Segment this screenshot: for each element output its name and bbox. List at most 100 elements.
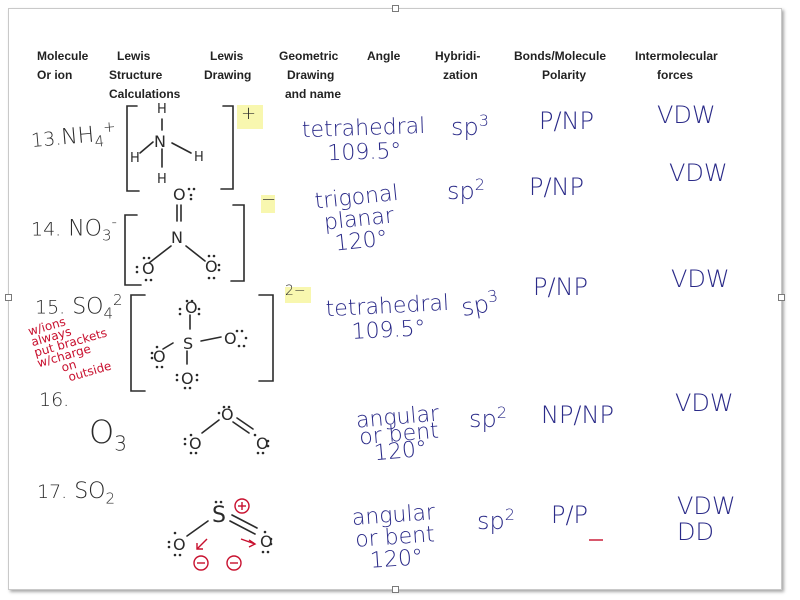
geometry-15: tetrahedral 109.5° [322, 291, 454, 347]
left-bracket [124, 214, 142, 286]
row-number: 15. [35, 296, 66, 319]
lewis-drawings: H N H H H O N O O O S O O O O O O S O O [124, 102, 603, 571]
formula-subscript: 3 [102, 226, 112, 245]
atom-n: N [154, 132, 166, 151]
atom-o: O [181, 369, 194, 388]
hybrid-superscript: 3 [478, 111, 489, 130]
charge-so4: 2− [285, 283, 306, 299]
formula-subscript: 4 [103, 304, 114, 323]
forces-15: VDW [671, 265, 730, 293]
header-intermolecular: Intermolecular forces [635, 47, 718, 85]
charge-highlight [237, 105, 263, 129]
header-text: Drawing [204, 68, 252, 82]
header-geometric: Geometric Drawing and name [279, 47, 341, 104]
atom-h: H [157, 102, 167, 117]
hybrid-superscript: 2 [504, 505, 515, 524]
hybrid-13: sp3 [451, 111, 489, 141]
right-bracket [220, 105, 234, 190]
atom-s: S [183, 334, 193, 353]
header-text: Drawing [287, 68, 335, 82]
atom-h: H [194, 150, 204, 165]
hybrid-text: sp [451, 113, 479, 141]
formula-subscript: 3 [114, 431, 127, 456]
header-text: Calculations [109, 87, 181, 101]
resize-handle-bottom[interactable] [392, 586, 399, 593]
header-hybridization: Hybridi- zation [435, 47, 480, 85]
ammonium-structure [124, 105, 274, 537]
row-number: 14. [31, 218, 62, 241]
formula: SO [72, 294, 104, 320]
atom-labels: H N H H H O N O O O S O O O O O O S O O [130, 102, 273, 554]
atom-o: O [205, 257, 218, 276]
right-bracket [230, 204, 245, 282]
header-text: Bonds/Molecule [514, 49, 607, 63]
header-lewis-drawing: Lewis Drawing [204, 47, 251, 85]
hybrid-14: sp2 [447, 175, 485, 205]
resize-handle-right[interactable] [778, 294, 785, 301]
formal-charges [193, 498, 603, 571]
forces-14: VDW [669, 159, 728, 187]
hybrid-text: sp [469, 405, 497, 433]
header-text: and name [285, 87, 342, 101]
header-bonds-polarity: Bonds/Molecule Polarity [514, 47, 606, 85]
formula-superscript: - [111, 213, 117, 231]
header-text: Lewis [117, 49, 151, 63]
header-text: Lewis [210, 49, 244, 63]
header-text: Structure [109, 68, 163, 82]
geometry-angle: 109.5° [326, 138, 402, 167]
header-lewis-calc: Lewis Structure Calculations [109, 47, 180, 104]
right-bracket [258, 294, 274, 382]
hybrid-17: sp2 [477, 505, 515, 535]
negative-charge-marker [226, 555, 242, 571]
atom-o: O [142, 259, 155, 278]
resize-handle-top[interactable] [392, 5, 399, 12]
hybrid-16: sp2 [469, 403, 507, 433]
header-text: forces [657, 68, 694, 82]
atom-o: O [260, 532, 273, 551]
polarity-13: P/NP [539, 107, 594, 135]
atom-h: H [157, 172, 167, 187]
atom-n: N [171, 228, 183, 247]
polarity-15: P/NP [533, 273, 588, 301]
header-text: zation [443, 68, 478, 82]
polarity-14: P/NP [529, 173, 584, 201]
hybrid-superscript: 2 [474, 175, 485, 194]
hybrid-superscript: 2 [496, 403, 507, 422]
header-text: Molecule [37, 49, 89, 63]
forces-17: VDW DD [677, 493, 736, 545]
atom-o: O [221, 405, 234, 424]
geometry-13: tetrahedral 109.5° [298, 114, 430, 168]
header-text: Geometric [279, 49, 339, 63]
row-15-label: 15. SO42 [35, 291, 123, 323]
header-text: Hybridi- [435, 49, 481, 63]
arrow-left [196, 538, 208, 550]
row-17-label: 17. SO2 [37, 479, 115, 507]
left-bracket [130, 294, 146, 392]
formula: SO [74, 479, 106, 504]
formula-superscript: 2 [113, 291, 123, 309]
charge-highlight [261, 195, 275, 213]
row-16-formula: O3 [89, 413, 127, 455]
force-item: DD [677, 518, 714, 546]
force-item: VDW [677, 492, 736, 520]
polarity-16: NP/NP [541, 401, 614, 429]
polarity-17: P/P [551, 501, 589, 529]
geometry-16: angular or bent 120° [347, 401, 451, 466]
row-number: 17. [37, 481, 68, 503]
atom-o: O [153, 347, 166, 366]
atom-o: O [224, 329, 237, 348]
hybrid-text: sp [447, 177, 475, 205]
charge-nh4: + [241, 103, 257, 124]
atom-o: O [185, 298, 198, 317]
row-14-label: 14. NO3- [31, 213, 117, 245]
forces-16: VDW [675, 389, 734, 417]
charge-no3: − [261, 189, 277, 210]
positive-charge-marker [234, 498, 250, 514]
row-number: 16. [39, 389, 70, 411]
row-16-number: 16. [39, 387, 69, 412]
forces-13: VDW [657, 101, 716, 129]
header-text: Intermolecular [635, 49, 718, 63]
atom-o: O [173, 535, 186, 554]
resize-handle-left[interactable] [5, 294, 12, 301]
atom-s: S [212, 503, 226, 528]
